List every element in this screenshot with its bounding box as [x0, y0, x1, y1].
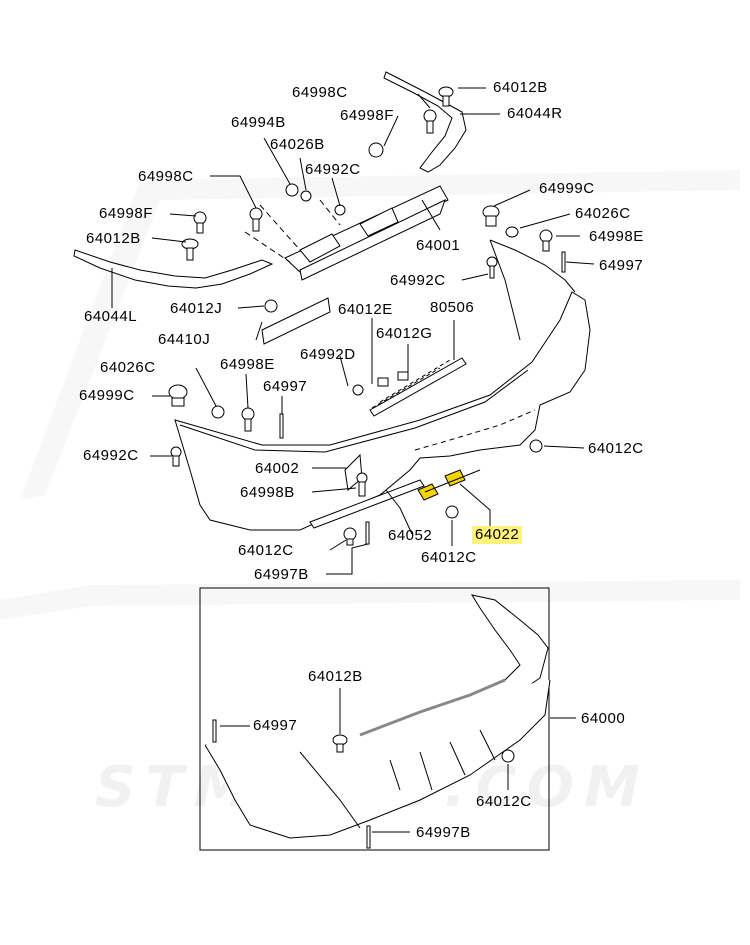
label-64998f-left: 64998F — [99, 205, 153, 222]
label-64044l: 64044L — [84, 308, 138, 325]
label-64992c-top: 64992C — [305, 161, 361, 178]
label-64992c-left: 64992C — [83, 447, 139, 464]
label-64997-mid: 64997 — [263, 378, 308, 395]
label-64997b-inset: 64997B — [416, 824, 471, 841]
label-64001: 64001 — [416, 237, 461, 254]
reinforcement-bar — [369, 357, 467, 417]
label-64992d: 64992D — [300, 346, 356, 363]
background-swoosh-lower — [0, 580, 740, 620]
label-64044r: 64044R — [507, 105, 563, 122]
label-64997b-mid: 64997B — [254, 566, 309, 583]
label-64026c-left: 64026C — [100, 359, 156, 376]
label-64026c-right: 64026C — [575, 205, 631, 222]
label-64012b-top: 64012B — [493, 79, 548, 96]
label-64997-inset: 64997 — [253, 717, 298, 734]
label-64998c-left: 64998C — [138, 168, 194, 185]
label-64012c-bottom-mid: 64012C — [421, 549, 477, 566]
bumper-body — [174, 291, 591, 531]
leader-lines — [111, 87, 595, 575]
inset-box — [199, 587, 550, 851]
label-64994b: 64994B — [231, 114, 286, 131]
label-64998e-left: 64998E — [220, 356, 275, 373]
label-80506: 80506 — [430, 299, 475, 316]
label-64052: 64052 — [388, 527, 433, 544]
label-64992c-mid: 64992C — [390, 272, 446, 289]
label-64998b: 64998B — [240, 484, 295, 501]
label-64002: 64002 — [255, 460, 300, 477]
side-bracket-right — [383, 71, 467, 173]
label-64012c-inset: 64012C — [476, 793, 532, 810]
label-64012g: 64012G — [376, 325, 433, 342]
label-64000: 64000 — [581, 710, 626, 727]
label-64998c-top: 64998C — [292, 84, 348, 101]
bracket-64410j — [261, 297, 331, 345]
label-64999c-left: 64999C — [79, 387, 135, 404]
highlighted-part-64022 — [417, 469, 481, 501]
side-bracket-left — [73, 249, 274, 289]
inset-leader-lines — [220, 688, 576, 833]
label-64026b: 64026B — [270, 136, 325, 153]
label-64012c-bottom-left: 64012C — [238, 542, 294, 559]
lower-flap — [309, 479, 425, 529]
label-64997-right: 64997 — [599, 257, 644, 274]
label-64998e-right: 64998E — [589, 228, 644, 245]
label-64999c-right: 64999C — [539, 180, 595, 197]
label-64410j: 64410J — [158, 331, 211, 348]
label-64998f-top: 64998F — [340, 107, 394, 124]
label-64012j: 64012J — [170, 300, 223, 317]
label-64012c-right: 64012C — [588, 440, 644, 457]
label-64012b-inset: 64012B — [308, 668, 363, 685]
label-64012b-left: 64012B — [86, 230, 141, 247]
fasteners — [168, 86, 566, 546]
label-64022-highlighted: 64022 — [472, 526, 523, 544]
label-64012e: 64012E — [338, 301, 393, 318]
